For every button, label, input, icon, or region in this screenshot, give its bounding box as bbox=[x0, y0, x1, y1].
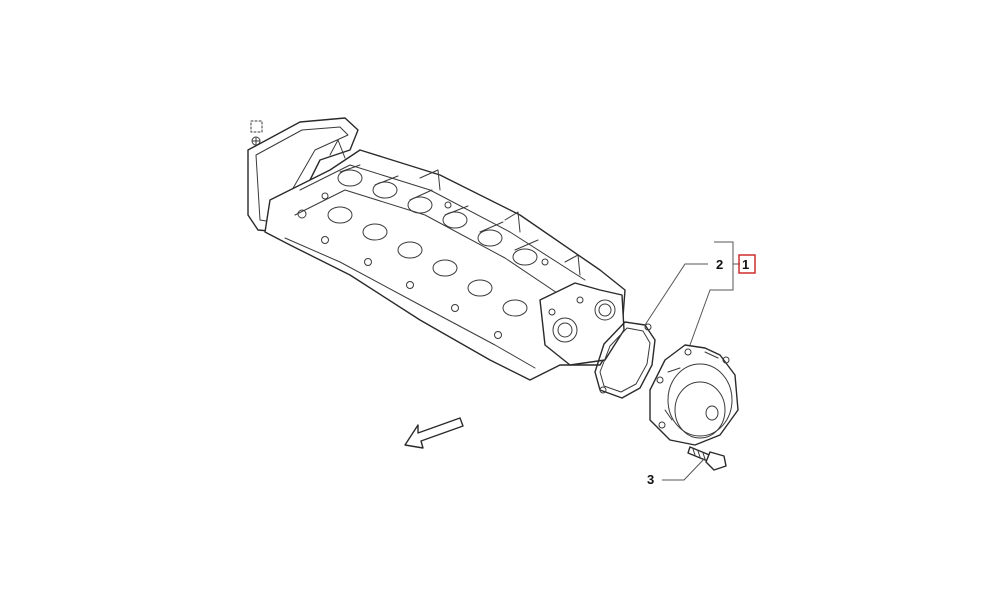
part-1-reference-box bbox=[738, 254, 756, 274]
camshaft-housing bbox=[247, 117, 626, 381]
view-marker-icon bbox=[250, 120, 263, 146]
bolt bbox=[687, 446, 727, 471]
vacuum-pump bbox=[649, 344, 739, 446]
callout-part-3[interactable]: 3 bbox=[647, 472, 654, 487]
callout-part-1[interactable]: 1 bbox=[742, 257, 749, 272]
gasket bbox=[594, 321, 656, 399]
callout-bracket bbox=[644, 241, 740, 481]
callout-part-2[interactable]: 2 bbox=[716, 257, 723, 272]
front-direction-arrow-icon bbox=[404, 417, 464, 449]
